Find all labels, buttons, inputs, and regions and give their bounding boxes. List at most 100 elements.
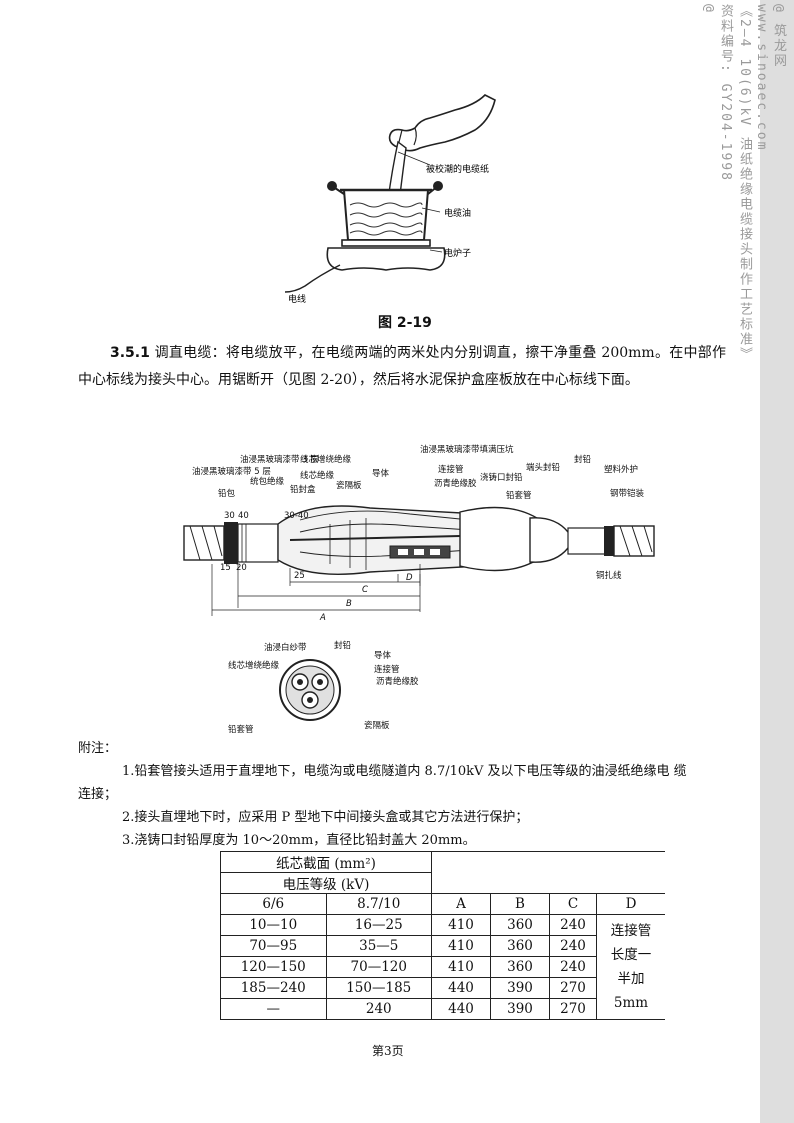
fig1-label-oil: 电缆油 xyxy=(444,207,471,219)
cell: 360 xyxy=(490,914,550,936)
note-3: 3.浇铸口封铅厚度为 10～20mm，直径比铅封盖大 20mm。 xyxy=(122,833,476,848)
notes-title: 附注： xyxy=(78,741,118,756)
table-row: 70—95 35—5 410 360 240 xyxy=(220,935,666,957)
cell: 270 xyxy=(549,998,597,1020)
joint-label-9: 导体 xyxy=(372,468,390,479)
dimension-table: 纸芯截面 (mm²) 电压等级 (kV) 6/6 8.7/10 A B C D … xyxy=(220,851,665,1020)
table-row: 10—10 16—25 410 360 240 连接管 长度一 半加 5mm xyxy=(220,914,665,1020)
joint-label-14: 端头封铅 xyxy=(526,462,561,473)
joint-num-3: 30-40 xyxy=(284,511,309,521)
cell: 150—185 xyxy=(325,977,432,999)
page-number: 第3页 xyxy=(372,1044,404,1058)
cell: 70—95 xyxy=(220,935,327,957)
cell: 35—5 xyxy=(325,935,432,957)
watermark-text: @ 筑龙网 www.sinoaec.com 《2—4 10(6)kV 油纸绝缘电… xyxy=(701,4,788,444)
joint-label-13: 浇铸口封铅 xyxy=(480,472,523,483)
section-number: 3.5.1 xyxy=(110,345,150,361)
section-label-1: 油浸白纱带 xyxy=(264,642,307,653)
joint-label-11: 连接管 xyxy=(438,464,464,475)
cell: 270 xyxy=(549,977,597,999)
cell: 240 xyxy=(325,998,432,1020)
watermark-doc-title: 《2—4 10(6)kV 油纸绝缘电缆接头制作工艺标准》 xyxy=(737,4,752,362)
cell: 360 xyxy=(490,956,550,978)
paragraph-3-5-1: 3.5.1 调直电缆：将电缆放平，在电缆两端的两米处内分别调直，擦干净重叠 20… xyxy=(78,340,726,394)
joint-label-5: 线芯绝缘 xyxy=(300,470,335,481)
joint-label-12: 沥青绝缘胶 xyxy=(434,478,477,489)
cell: 410 xyxy=(431,914,491,936)
section-label-4: 线芯增绕绝缘 xyxy=(228,660,280,671)
note-1: 1.铅套管接头适用于直埋地下，电缆沟或电缆隧道内 8.7/10kV 及以下电压等… xyxy=(122,764,687,779)
cell: 240 xyxy=(549,935,597,957)
fig1-label-paper: 被校潮的电缆纸 xyxy=(426,163,489,175)
joint-label-16: 封铅 xyxy=(574,454,592,465)
joint-label-4: 统包绝缘 xyxy=(250,476,285,487)
watermark-url: www.sinoaec.com xyxy=(754,4,769,152)
watermark-strip: @ 筑龙网 www.sinoaec.com 《2—4 10(6)kV 油纸绝缘电… xyxy=(701,0,794,1123)
joint-dim-c: C xyxy=(362,585,368,595)
table-header-section: 纸芯截面 (mm²) xyxy=(220,851,432,873)
cell: 360 xyxy=(490,935,550,957)
section-label-7: 铅套管 xyxy=(228,724,254,735)
section-label-6: 沥青绝缘胶 xyxy=(376,676,419,687)
cell: 240 xyxy=(549,914,597,936)
cell: 70—120 xyxy=(325,956,432,978)
table-header-blank xyxy=(431,851,665,894)
joint-num-6: 25 xyxy=(294,571,305,581)
joint-label-2: 油浸黑玻璃漆带 5 层 xyxy=(192,466,271,477)
joint-num-1: 30 xyxy=(224,511,235,521)
section-label-2: 封铅 xyxy=(334,640,352,651)
figure-2-19: 被校潮的电缆纸 电缆油 电炉子 电线 xyxy=(284,94,496,305)
col-header-d: D xyxy=(596,893,665,915)
joint-label-6: 铅封盒 xyxy=(290,484,316,495)
section-label-5: 连接管 xyxy=(374,664,400,675)
joint-label-15: 铅套管 xyxy=(506,490,532,501)
joint-label-8: 线芯增绕绝缘 xyxy=(300,454,352,465)
watermark-at: @ xyxy=(701,4,716,14)
note-2: 2.接头直埋地下时，应采用 P 型地下中间接头盒或其它方法进行保护； xyxy=(122,810,529,825)
table-header-voltage: 电压等级 (kV) xyxy=(220,872,432,894)
cell: 10—10 xyxy=(220,914,327,936)
joint-dim-b: B xyxy=(346,599,352,609)
d-line-1: 连接管 xyxy=(610,923,652,939)
joint-dim-d: D xyxy=(406,573,413,583)
cell: 410 xyxy=(431,956,491,978)
paragraph-text: 调直电缆：将电缆放平，在电缆两端的两米处内分别调直，擦干净重叠 200mm。在中… xyxy=(78,345,726,388)
joint-dim-a: A xyxy=(319,613,326,623)
cell: — xyxy=(220,998,327,1020)
col-header-b: B xyxy=(490,893,550,915)
figure-2-19-caption: 图 2-19 xyxy=(378,315,432,331)
watermark-site: @ 筑龙网 xyxy=(771,4,786,69)
d-line-3: 半加 5mm xyxy=(613,971,649,1011)
cell: 16—25 xyxy=(325,914,432,936)
cell: 390 xyxy=(490,998,550,1020)
joint-label-7: 瓷隔板 xyxy=(336,480,362,491)
cell: 185—240 xyxy=(220,977,327,999)
section-label-8: 瓷隔板 xyxy=(364,720,390,731)
joint-label-17: 塑料外护 xyxy=(604,464,638,475)
d-line-2: 长度一 xyxy=(610,947,652,963)
col-header-c: C xyxy=(549,893,597,915)
col-header-6-6: 6/6 xyxy=(220,893,327,915)
cell: 240 xyxy=(549,956,597,978)
note-1-continued: 连接； xyxy=(78,787,118,802)
fig1-label-stove: 电炉子 xyxy=(444,247,471,259)
cell: 390 xyxy=(490,977,550,999)
joint-label-3: 铅包 xyxy=(218,488,236,499)
joint-label-18: 钢带铠装 xyxy=(610,488,645,499)
joint-label-10: 油浸黑玻璃漆带填满压坑 xyxy=(420,444,514,455)
cell: 440 xyxy=(431,998,491,1020)
fig1-label-wire: 电线 xyxy=(288,293,306,305)
figure-cable-joint: 油浸黑玻璃漆带 3 层 油浸黑玻璃漆带 5 层 铅包 统包绝缘 线芯绝缘 铅封盒… xyxy=(183,444,655,735)
cell: 410 xyxy=(431,935,491,957)
section-label-3: 导体 xyxy=(374,650,392,661)
table-row: — 240 440 390 270 xyxy=(220,998,666,1020)
table-row: 185—240 150—185 440 390 270 xyxy=(220,977,666,999)
joint-label-1: 油浸黑玻璃漆带 3 层 xyxy=(240,454,319,465)
joint-label-19: 铜扎线 xyxy=(596,570,622,581)
col-header-8-7-10: 8.7/10 xyxy=(325,893,432,915)
watermark-doc-id: 资料编号: GY204-1998 xyxy=(718,4,733,182)
col-header-a: A xyxy=(431,893,491,915)
joint-num-4: 15 xyxy=(220,563,231,573)
d-merged-cell: 连接管 长度一 半加 5mm xyxy=(596,914,665,1020)
